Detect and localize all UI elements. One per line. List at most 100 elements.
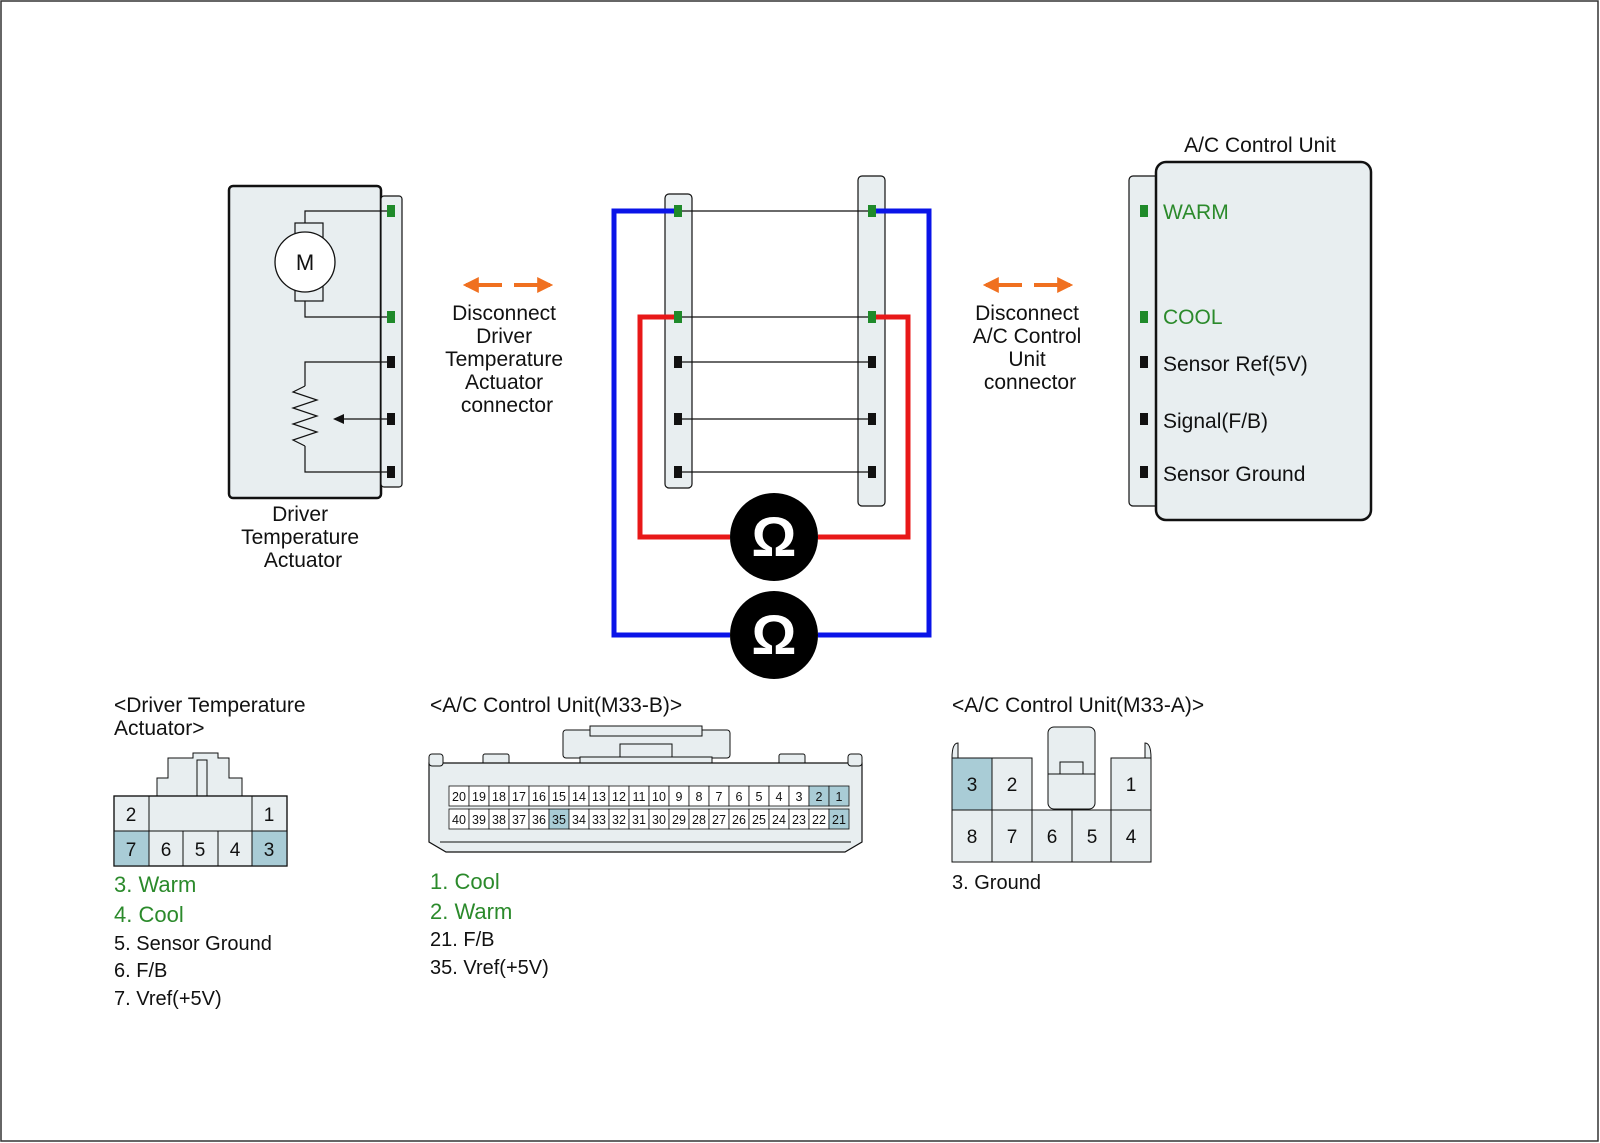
harness-right-pin-cool (868, 311, 876, 323)
pin-cell: 15 (552, 790, 566, 804)
harness-right-pin-ground (868, 466, 876, 478)
pin-cell: 22 (812, 813, 826, 827)
control-unit-pin-vref (1140, 356, 1148, 368)
pin-cell: 8 (967, 827, 978, 848)
pin-cell: 32 (612, 813, 626, 827)
pin-cell: 20 (452, 790, 466, 804)
pin-cell: 17 (512, 790, 526, 804)
disconnect-right: Disconnect A/C Control Unit connector (973, 277, 1081, 394)
pin-cell: 5 (195, 840, 206, 861)
connector-actuator-title: <Driver Temperature Actuator> (114, 694, 311, 740)
control-unit-pin-label-warm: WARM (1163, 201, 1229, 224)
pin-cell: 25 (752, 813, 766, 827)
pin-cell: 18 (492, 790, 506, 804)
pin-cell: 3 (796, 790, 803, 804)
control-unit-pin-label-fb: Signal(F/B) (1163, 410, 1268, 433)
red-probe-lead-right (818, 314, 911, 540)
pin-cell: 6 (161, 840, 172, 861)
disconnect-left-label: Disconnect Driver Temperature Actuator c… (445, 302, 569, 417)
connector-note: 3. Ground (952, 872, 1041, 894)
pin-cell: 38 (492, 813, 506, 827)
connector-actuator-face: 2 1 7 6 5 4 3 (113, 752, 288, 867)
connector-note: 35. Vref(+5V) (430, 957, 549, 979)
pin-cell: 7 (1007, 827, 1018, 848)
pin-cell: 40 (452, 813, 466, 827)
harness-left-pin-vref (674, 356, 682, 368)
pin-cell: 4 (1126, 827, 1137, 848)
pin-cell: 2 (1007, 775, 1018, 796)
actuator-pin-ground (387, 466, 395, 478)
pin-cell: 31 (632, 813, 646, 827)
pin-cell: 13 (592, 790, 606, 804)
driver-temperature-actuator: M Driver Temperature Actuator (227, 184, 403, 572)
control-unit-pin-warm (1140, 205, 1148, 217)
pin-cell: 37 (512, 813, 526, 827)
connector-note: 7. Vref(+5V) (114, 988, 222, 1010)
pin-cell: 8 (696, 790, 703, 804)
pin-cell: 34 (572, 813, 586, 827)
control-unit-pin-label-cool: COOL (1163, 306, 1223, 329)
actuator-connector-strip (380, 195, 403, 488)
pin-cell: 1 (264, 805, 275, 826)
connector-note: 4. Cool (114, 902, 184, 927)
pin-cell: 2 (126, 805, 137, 826)
pin-cell: 11 (633, 790, 646, 804)
pin-cell: 33 (592, 813, 606, 827)
ohmmeter-symbol-warm: Ω (752, 603, 797, 666)
connector-note: 1. Cool (430, 869, 500, 894)
control-unit-pin-label-ground: Sensor Ground (1163, 463, 1305, 486)
connector-note: 6. F/B (114, 960, 167, 982)
harness-right-pin-warm (868, 205, 876, 217)
pin-cell: 21 (832, 813, 846, 827)
actuator-pin-warm (387, 205, 395, 217)
pin-cell: 2 (816, 790, 823, 804)
control-unit-pin-label-vref: Sensor Ref(5V) (1163, 353, 1308, 376)
harness-right-pin-fb (868, 413, 876, 425)
pin-cell: 4 (776, 790, 783, 804)
potentiometer-icon (291, 361, 391, 473)
control-unit-body (1154, 160, 1373, 522)
harness-right-pin-vref (868, 356, 876, 368)
control-unit-pin-cool (1140, 311, 1148, 323)
pin-cell: 29 (672, 813, 686, 827)
pin-cell: 14 (572, 790, 586, 804)
harness-measurement: Ω Ω (611, 175, 932, 679)
motor-icon: M (274, 210, 391, 318)
ac-control-unit: A/C Control Unit WARM COOL Sensor Ref(5V… (1128, 134, 1373, 522)
pin-cell: 16 (532, 790, 546, 804)
harness-left-pin-ground (674, 466, 682, 478)
harness-left-pin-cool (674, 311, 682, 323)
control-unit-connector-strip (1128, 175, 1160, 507)
pin-cell: 4 (230, 840, 241, 861)
actuator-title: Driver Temperature Actuator (241, 503, 365, 572)
pin-cell-box (828, 808, 850, 830)
control-unit-title: A/C Control Unit (1184, 134, 1336, 157)
pin-cell: 5 (1087, 827, 1098, 848)
connector-actuator: <Driver Temperature Actuator> 2 1 7 6 5 (113, 694, 311, 1010)
pin-cell: 26 (732, 813, 746, 827)
pin-cell: 39 (472, 813, 486, 827)
ohmmeter-icon: Ω (730, 591, 818, 679)
blue-probe-lead-left (611, 208, 730, 638)
control-unit-pin-fb (1140, 413, 1148, 425)
harness-connector-left (664, 193, 693, 489)
connector-m33a-title: <A/C Control Unit(M33-A)> (952, 694, 1204, 717)
blue-probe-lead-right (818, 208, 932, 638)
pin-cell: 24 (772, 813, 786, 827)
connector-m33a: <A/C Control Unit(M33-A)> 3 2 1 8 7 6 5 (951, 694, 1204, 894)
connector-note: 5. Sensor Ground (114, 933, 272, 955)
connector-note: 2. Warm (430, 899, 512, 924)
actuator-pin-vref (387, 356, 395, 368)
pin-cell: 30 (652, 813, 666, 827)
harness-left-pin-warm (674, 205, 682, 217)
control-unit-pin-ground (1140, 466, 1148, 478)
actuator-pin-fb (387, 413, 395, 425)
pin-cell: 6 (736, 790, 743, 804)
pin-cell: 1 (836, 790, 843, 804)
pin-cell: 1 (1126, 775, 1137, 796)
